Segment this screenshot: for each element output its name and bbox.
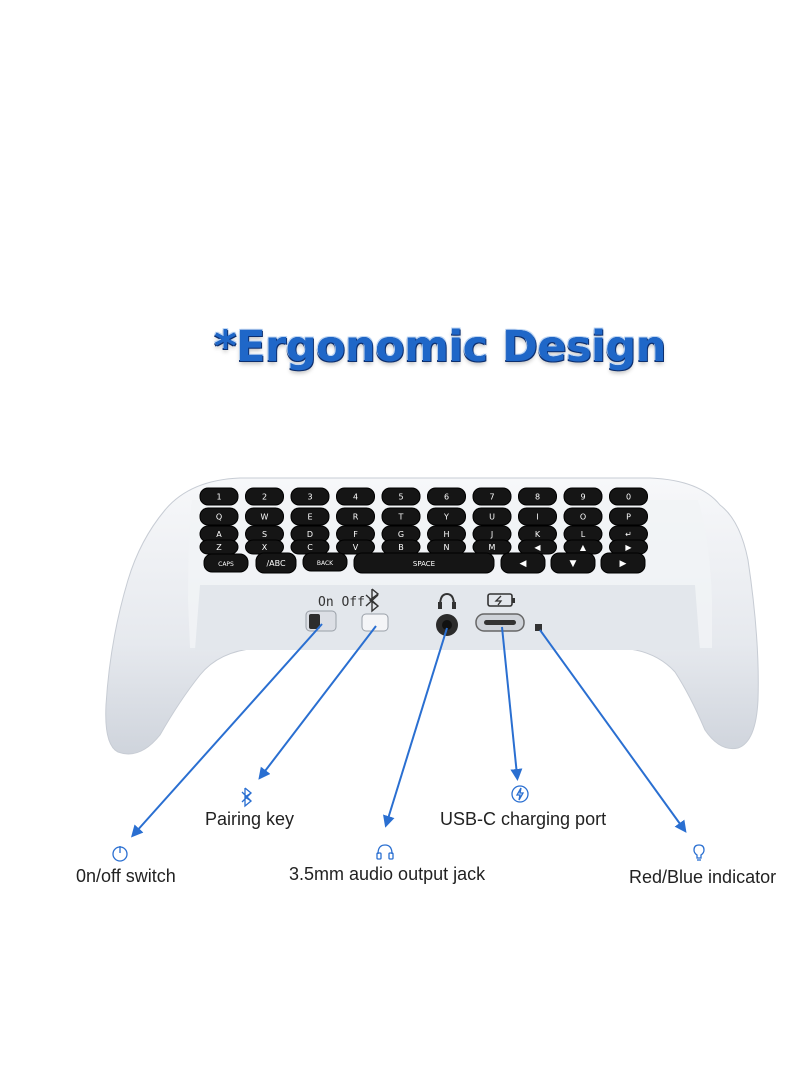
symbol-key-label: /ABC [266,559,286,568]
key-2-0-label: A [216,530,222,539]
key-0-9-label: 0 [626,493,631,502]
lightbulb-icon [693,844,705,861]
power-icon [112,846,128,862]
key-2-9-label: ↵ [625,530,632,539]
back-key[interactable] [302,552,348,572]
key-2-1-label: S [262,530,267,539]
key-0-6-label: 7 [489,493,494,502]
key-0-4-label: 5 [398,493,403,502]
key-0-5[interactable] [427,487,466,506]
caps-key-label: CAPS [218,561,234,568]
key-0-5-label: 6 [444,493,449,502]
key-1-0[interactable] [199,507,239,526]
key-1-6[interactable] [472,507,512,526]
lightning-icon [511,785,529,803]
key-0-8-label: 9 [580,493,585,502]
headphones-icon [439,592,455,607]
key-0-6[interactable] [472,487,512,506]
key-3-1-label: X [262,543,268,552]
key-1-6-label: U [489,513,495,522]
key-1-9[interactable] [609,507,648,526]
bluetooth-icon [241,787,253,808]
key-3-3[interactable] [336,539,375,555]
key-2-4-label: G [398,530,404,539]
key-3-7-label: ◀ [534,543,541,552]
key-1-7[interactable] [518,507,557,526]
key-1-1[interactable] [245,507,284,526]
key-3-6[interactable] [472,539,512,555]
switch-label: On Off [318,595,365,610]
key-1-5[interactable] [427,507,466,526]
key-2-2-label: D [307,530,313,539]
key-0-8[interactable] [563,487,603,506]
ports-group: On Off [305,588,542,636]
key-0-3[interactable] [336,487,375,506]
space-key-label: SPACE [413,560,435,568]
key-2-5-label: H [443,530,449,539]
key-0-1[interactable] [245,487,284,506]
bluetooth-icon [365,588,380,613]
indicator-led [535,624,542,631]
key-2-8-label: L [581,530,586,539]
down-key[interactable] [550,552,596,574]
indicator-label: Red/Blue indicator [629,867,777,887]
key-0-3-label: 4 [353,493,358,502]
left-key[interactable] [500,552,546,574]
pairing-key-label: Pairing key [205,809,295,829]
key-2-6-label: J [490,530,493,539]
pairing-key[interactable] [361,613,389,632]
key-1-4-label: T [398,513,404,522]
key-0-0-label: 1 [216,493,221,502]
left-key-label: ◀ [520,559,527,569]
key-3-8-label: ▲ [580,543,587,552]
caps-key[interactable] [203,553,249,573]
key-1-8[interactable] [563,507,603,526]
on-off-label: 0n/off switch [76,866,176,886]
key-0-0[interactable] [199,487,239,506]
key-3-2-label: C [307,543,313,552]
right-key[interactable] [600,552,646,574]
callout-icons [112,785,705,862]
key-3-9-label: ▶ [625,543,632,552]
key-1-8-label: O [580,513,586,522]
space-key[interactable] [353,552,495,574]
key-0-7[interactable] [518,487,557,506]
key-3-3-label: V [353,543,359,552]
key-3-5-label: N [444,543,450,552]
key-1-9-label: P [626,513,631,522]
key-1-2[interactable] [290,507,330,526]
key-1-1-label: W [261,513,269,522]
usb-c-label: USB-C charging port [440,809,607,829]
key-1-7-label: I [536,513,538,522]
key-1-5-label: Y [443,513,449,522]
audio-jack-label: 3.5mm audio output jack [289,864,486,884]
callout-lines [130,623,687,838]
right-key-label: ▶ [620,559,627,569]
headphones-icon [376,844,394,860]
keys-group: 1 2 3 4 5 6 7 8 9 0Q W E R T Y U I O P A S D F G H J K L ↵ Z X C V B N M ◀ ▲ ▶… [199,487,648,574]
key-0-4[interactable] [381,487,421,506]
key-2-3-label: F [353,530,358,539]
key-0-1-label: 2 [262,493,267,502]
key-0-2[interactable] [290,487,330,506]
key-3-0-label: Z [216,543,222,552]
key-1-2-label: E [307,513,312,522]
key-1-4[interactable] [381,507,421,526]
key-0-2-label: 3 [307,493,312,502]
symbol-key[interactable] [255,552,297,574]
key-3-4-label: B [398,543,404,552]
key-0-9[interactable] [609,487,648,506]
key-0-7-label: 8 [535,493,540,502]
key-3-6-label: M [489,543,496,552]
key-1-0-label: Q [216,513,222,522]
key-2-7-label: K [535,530,541,539]
back-key-label: BACK [317,560,334,567]
down-key-label: ▼ [570,559,577,569]
key-1-3[interactable] [336,507,375,526]
key-1-3-label: R [353,513,359,522]
page-title: *Ergonomic Design [214,322,666,372]
